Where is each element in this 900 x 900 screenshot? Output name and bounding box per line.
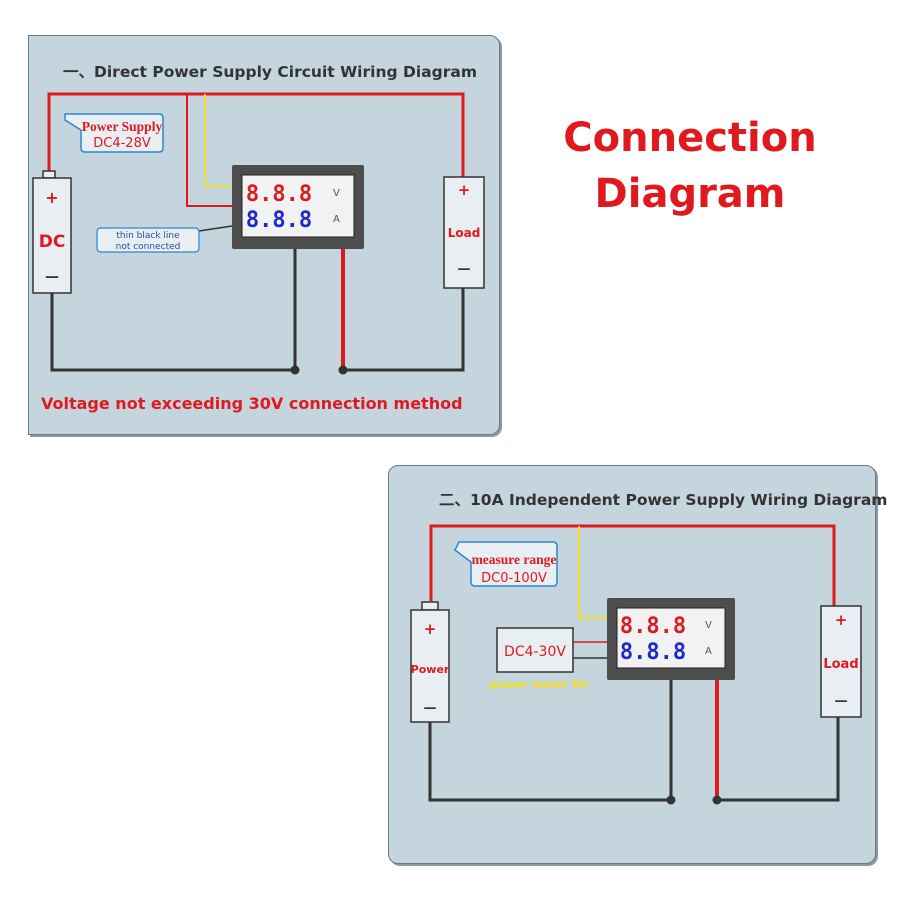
note-line-2: not connected [116, 242, 181, 252]
battery-label: Power [411, 663, 450, 676]
thin-black-line [198, 225, 233, 232]
callout-title: Power Supply [82, 119, 163, 134]
red-wire-top [429, 524, 836, 606]
heading-line-1: Connection [563, 115, 817, 161]
load-minus-sign: — [835, 694, 848, 709]
load-block [443, 176, 485, 289]
diagram-title: 一、Direct Power Supply Circuit Wiring Dia… [63, 63, 477, 81]
load-label: Load [448, 226, 481, 240]
current-readout: 8.8.8 [620, 640, 686, 665]
junction-dot-red [338, 365, 348, 375]
junction-dot-black [290, 365, 300, 375]
battery-plus-sign: + [45, 188, 58, 207]
measure-range-callout [454, 541, 558, 587]
load-plus-sign: + [458, 181, 471, 199]
direct-supply-diagram: 一、Direct Power Supply Circuit Wiring Dia… [32, 63, 485, 413]
battery-terminal [42, 170, 56, 179]
dc-box-label: DC4-30V [504, 644, 566, 660]
note-line-1: thin black line [116, 231, 180, 241]
battery-plus-sign: + [424, 620, 437, 638]
load-plus-sign: + [835, 611, 848, 629]
meter-display [241, 174, 355, 238]
diagram-title: 二、10A Independent Power Supply Wiring Di… [439, 491, 887, 509]
black-wire-bottom [428, 680, 673, 802]
dc-supply-box [496, 627, 574, 673]
callout-range: DC0-100V [481, 571, 547, 586]
load-label: Load [823, 657, 858, 672]
page-heading: Connection Diagram [540, 110, 840, 222]
power-supply-callout [64, 113, 164, 153]
load-minus-sign: — [458, 262, 471, 277]
voltage-warning: Voltage not exceeding 30V connection met… [41, 394, 463, 413]
battery-label: DC [39, 232, 66, 252]
unit-a-label: A [705, 646, 712, 657]
yellow-wire [204, 94, 232, 187]
meter-display [616, 607, 726, 669]
independent-supply-diagram: 二、10A Independent Power Supply Wiring Di… [410, 491, 887, 805]
junction-dot-black [666, 795, 676, 805]
heading-line-2: Diagram [594, 171, 786, 217]
unit-a-label: A [333, 214, 340, 225]
independent-supply-wiring-panel: 二、10A Independent Power Supply Wiring Di… [388, 465, 887, 864]
power-battery [410, 609, 450, 723]
red-wire-top [47, 92, 465, 179]
load-block [820, 605, 862, 718]
voltage-readout: 8.8.8 [620, 614, 686, 639]
black-wire-load [343, 288, 465, 372]
callout-range: DC4-28V [93, 136, 151, 151]
yellow-wire [578, 526, 607, 619]
red-wire-meter-sense [186, 94, 232, 207]
junction-dot-red [712, 795, 722, 805]
dc-box-note: power meter DC [489, 678, 589, 691]
thin-line-note [96, 227, 200, 253]
current-readout: 8.8.8 [246, 208, 312, 233]
unit-v-label: V [333, 188, 340, 199]
voltage-readout: 8.8.8 [246, 182, 312, 207]
callout-title: measure range [472, 552, 557, 567]
black-wire-load [717, 717, 840, 802]
direct-supply-wiring-panel: 一、Direct Power Supply Circuit Wiring Dia… [28, 35, 500, 435]
unit-v-label: V [705, 620, 712, 631]
battery-terminal [421, 601, 439, 611]
battery-minus-sign: — [45, 269, 59, 285]
battery-minus-sign: — [424, 701, 437, 716]
black-wire-bottom [50, 248, 297, 372]
